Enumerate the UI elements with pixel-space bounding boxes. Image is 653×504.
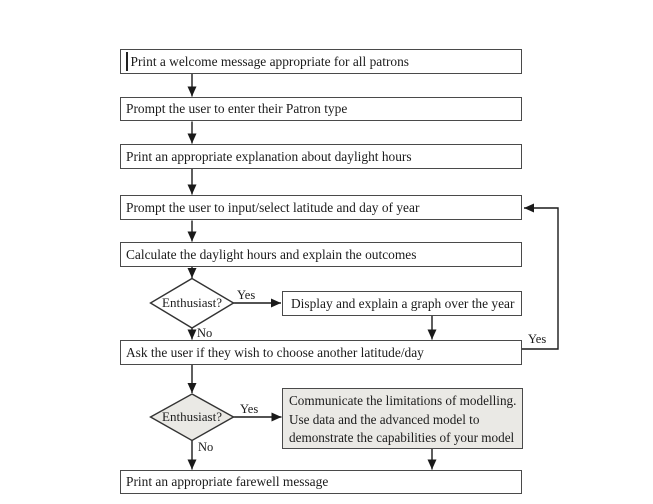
limitations-line-2: Use data and the advanced model to: [289, 411, 480, 427]
limitations-line-1: Communicate the limitations of modelling…: [289, 393, 517, 408]
process-box-graph: Display and explain a graph over the yea…: [282, 291, 522, 316]
decision-diamond-enthusiast-2: [149, 393, 235, 442]
process-box-ask-another-label: Ask the user if they wish to choose anot…: [126, 344, 424, 360]
process-box-welcome: Print a welcome message appropriate for …: [120, 49, 522, 74]
edge-label-enthusiast1-yes: Yes: [237, 288, 256, 302]
process-box-patron-type: Prompt the user to enter their Patron ty…: [120, 97, 522, 121]
edge-label-enthusiast2-yes: Yes: [240, 402, 259, 416]
process-box-patron-type-label: Prompt the user to enter their Patron ty…: [126, 101, 348, 117]
decision-label-enthusiast-1: Enthusiast?: [162, 295, 222, 310]
edge-label-enthusiast1-no: No: [197, 326, 213, 340]
process-box-ask-another: Ask the user if they wish to choose anot…: [120, 340, 522, 365]
process-box-graph-label: Display and explain a graph over the yea…: [291, 295, 515, 311]
limitations-line-3: demonstrate the capabilities of your mod…: [289, 430, 515, 446]
decision-diamond-enthusiast-1: [149, 277, 235, 329]
text-cursor: [126, 52, 128, 71]
process-box-calculate-label: Calculate the daylight hours and explain…: [126, 246, 417, 262]
process-box-limitations: Communicate the limitations of modelling…: [282, 388, 523, 449]
edge-label-enthusiast2-no: No: [198, 440, 214, 454]
decision-label-enthusiast-2: Enthusiast?: [162, 409, 222, 424]
process-box-latitude-prompt-label: Prompt the user to input/select latitude…: [126, 199, 420, 215]
process-box-latitude-prompt: Prompt the user to input/select latitude…: [120, 195, 522, 220]
arrow-loop-back-yes: [522, 203, 559, 350]
process-box-daylight-explanation-label: Print an appropriate explanation about d…: [126, 148, 412, 164]
process-box-calculate: Calculate the daylight hours and explain…: [120, 242, 522, 267]
process-box-farewell-label: Print an appropriate farewell message: [126, 474, 329, 490]
process-box-farewell: Print an appropriate farewell message: [120, 470, 522, 494]
edge-label-loop-back-yes: Yes: [528, 332, 547, 346]
process-box-daylight-explanation: Print an appropriate explanation about d…: [120, 144, 522, 169]
process-box-welcome-label: Print a welcome message appropriate for …: [130, 53, 410, 69]
